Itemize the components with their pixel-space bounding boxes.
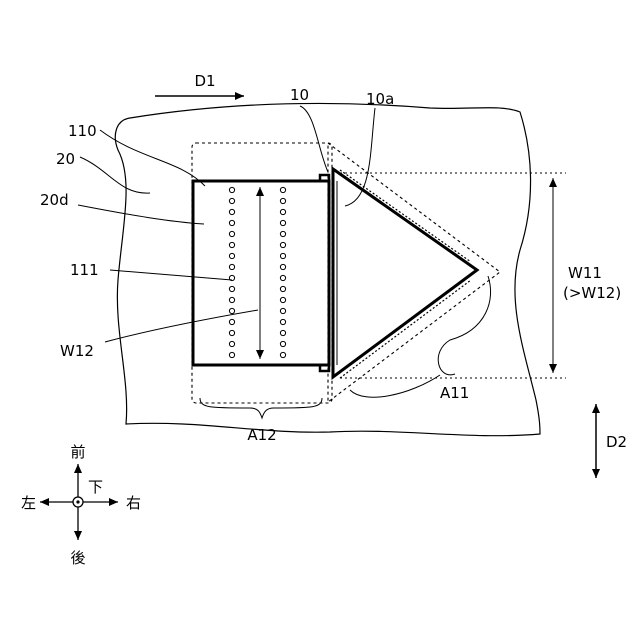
leader-a11 xyxy=(438,276,490,375)
compass-center-dot xyxy=(76,500,79,503)
perforation-hole xyxy=(280,209,285,214)
perforation-hole xyxy=(229,319,234,324)
label-w11: W11 xyxy=(568,264,602,282)
label-10a: 10a xyxy=(366,90,394,108)
perforation-hole xyxy=(280,187,285,192)
perforation-hole xyxy=(229,220,234,225)
label-10: 10 xyxy=(290,86,309,104)
d2-label: D2 xyxy=(606,433,627,451)
perforation-hole xyxy=(229,198,234,203)
compass-right: 右 xyxy=(126,494,141,512)
perforation-hole xyxy=(229,209,234,214)
perforation-hole xyxy=(229,242,234,247)
leader-111 xyxy=(110,270,232,280)
perforation-hole xyxy=(229,330,234,335)
label-w11-note: (>W12) xyxy=(563,284,621,302)
serrated-edge-10a-lower xyxy=(340,280,471,378)
perforation-hole xyxy=(280,319,285,324)
perforation-hole xyxy=(280,341,285,346)
brace-a12 xyxy=(200,398,322,418)
label-a11: A11 xyxy=(440,384,469,402)
compass-front: 前 xyxy=(70,443,85,461)
compass-left: 左 xyxy=(21,494,36,512)
compass-down: 下 xyxy=(88,478,103,496)
perforation-hole xyxy=(280,231,285,236)
perforation-hole xyxy=(280,264,285,269)
perforation-hole xyxy=(229,297,234,302)
label-111: 111 xyxy=(70,261,99,279)
sealed-body-110 xyxy=(193,181,329,365)
perforation-hole xyxy=(280,352,285,357)
serrated-edge-10a-upper xyxy=(340,170,471,262)
perforation-hole xyxy=(280,198,285,203)
label-20: 20 xyxy=(56,150,75,168)
perforation-hole xyxy=(229,286,234,291)
d1-label: D1 xyxy=(194,72,215,90)
perforation-hole xyxy=(229,231,234,236)
perforation-hole xyxy=(280,242,285,247)
perforation-hole xyxy=(280,220,285,225)
perforation-hole xyxy=(229,253,234,258)
perforation-hole xyxy=(229,264,234,269)
compass-back: 後 xyxy=(70,549,85,567)
label-20d: 20d xyxy=(40,191,69,209)
perforation-hole xyxy=(280,330,285,335)
perforation-hole xyxy=(280,253,285,258)
label-w12: W12 xyxy=(60,342,94,360)
label-a12: A12 xyxy=(247,426,276,444)
perforation-hole xyxy=(229,187,234,192)
perforation-hole xyxy=(229,341,234,346)
perforation-hole xyxy=(280,297,285,302)
perforation-hole xyxy=(229,352,234,357)
perforation-hole xyxy=(280,286,285,291)
leader-20 xyxy=(80,157,150,193)
perforation-column-right xyxy=(280,187,285,357)
orientation-compass: 前 後 左 右 下 xyxy=(21,443,141,567)
triangle-end-10 xyxy=(333,169,477,377)
perforation-hole xyxy=(280,308,285,313)
label-110: 110 xyxy=(68,122,97,140)
leader-20d xyxy=(78,205,204,224)
leader-10 xyxy=(300,106,328,172)
perforation-column-left xyxy=(229,187,234,357)
perforation-hole xyxy=(280,275,285,280)
perforation-hole xyxy=(229,308,234,313)
leader-w12 xyxy=(105,310,258,342)
